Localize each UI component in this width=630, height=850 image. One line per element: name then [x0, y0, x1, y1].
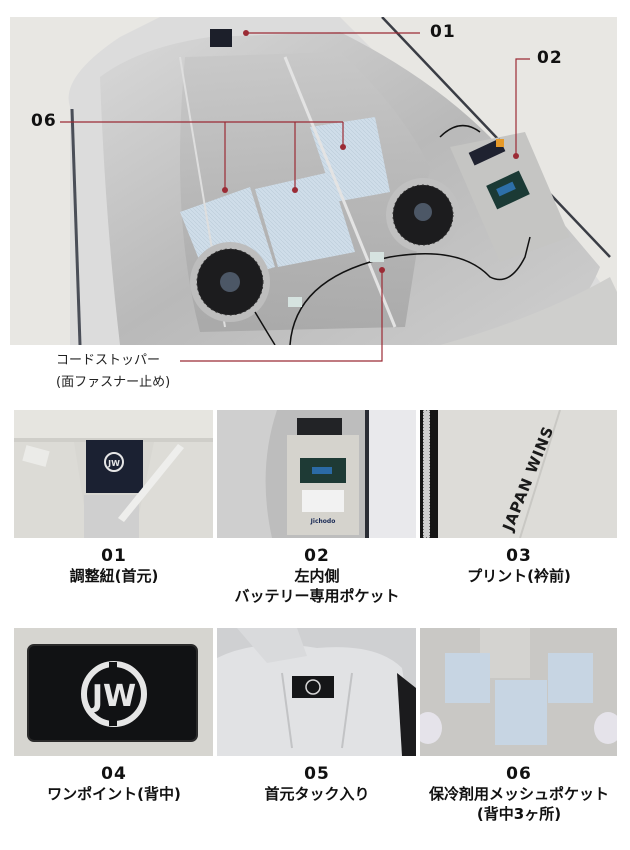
svg-text:JW: JW: [90, 679, 136, 714]
feature-caption-01: 01 調整紐(首元): [9, 546, 219, 586]
callout-label-02: 02: [537, 48, 563, 68]
feature-caption-06: 06 保冷剤用メッシュポケット (背中3ヶ所): [414, 764, 624, 824]
feature-title: ワンポイント(背中): [47, 785, 181, 803]
feature-title: プリント(衿前): [467, 567, 571, 585]
callout-label-01: 01: [430, 22, 456, 42]
neck-label: [86, 440, 143, 493]
feature-caption-05: 05 首元タック入り: [212, 764, 422, 804]
feature-number: 04: [101, 764, 127, 784]
feature-thumb-01: JW: [14, 410, 213, 538]
feature-thumb-06: [420, 628, 619, 756]
svg-text:Jichodo: Jichodo: [310, 518, 336, 525]
cord-stopper-line2: (面ファスナー止め): [56, 375, 171, 390]
feature-number: 06: [506, 764, 532, 784]
feature-caption-02: 02 左内側 バッテリー専用ポケット: [212, 546, 422, 606]
feature-thumb-03: JAPAN WINS: [420, 410, 619, 538]
feature-title-line2: バッテリー専用ポケット: [234, 587, 400, 605]
feature-number: 01: [101, 546, 127, 566]
feature-title-line2: (背中3ヶ所): [476, 805, 562, 823]
feature-number: 02: [304, 546, 330, 566]
svg-text:JW: JW: [107, 459, 120, 468]
feature-title: 左内側: [294, 567, 340, 585]
feature-title: 首元タック入り: [264, 785, 370, 803]
feature-title: 保冷剤用メッシュポケット: [428, 785, 609, 803]
feature-caption-03: 03 プリント(衿前): [414, 546, 624, 586]
callout-label-06: 06: [31, 111, 57, 131]
feature-title: 調整紐(首元): [69, 567, 159, 585]
feature-number: 03: [506, 546, 532, 566]
cord-stopper-line1: コードストッパー: [56, 353, 161, 368]
feature-thumb-02: Jichodo: [217, 410, 416, 538]
feature-thumb-04: JW: [14, 628, 213, 756]
main-jacket-photo: [10, 17, 617, 345]
feature-caption-04: 04 ワンポイント(背中): [9, 764, 219, 804]
feature-number: 05: [304, 764, 330, 784]
feature-thumb-05: [217, 628, 416, 756]
back-patch: [292, 676, 334, 698]
cord-stopper-note: コードストッパー (面ファスナー止め): [56, 350, 170, 394]
